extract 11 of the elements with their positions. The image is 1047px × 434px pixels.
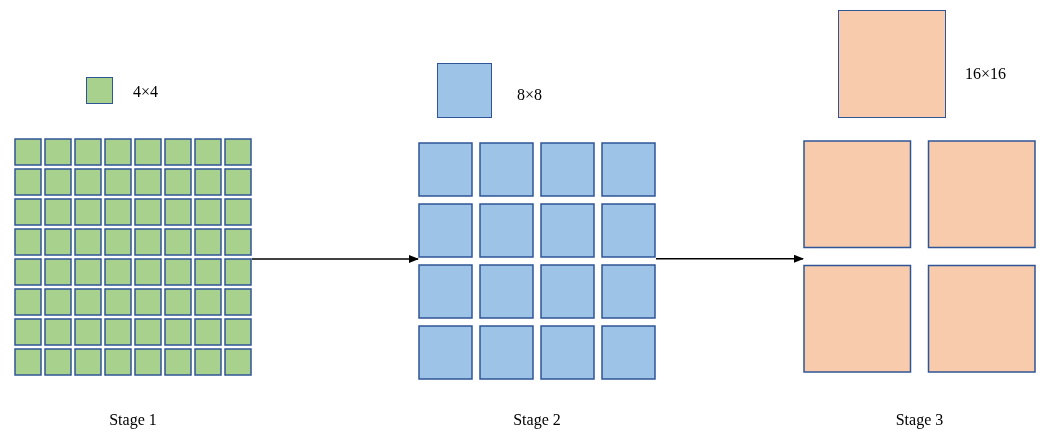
patch-size-label: 8×8 bbox=[517, 85, 543, 105]
patch-grid bbox=[418, 142, 656, 380]
stage-label: Stage 2 bbox=[513, 411, 561, 428]
patch-size-label: 4×4 bbox=[133, 82, 159, 102]
arrow bbox=[251, 255, 419, 263]
patch-grid bbox=[14, 138, 252, 376]
patch-size-label: 16×16 bbox=[965, 64, 1007, 84]
stage-label: Stage 3 bbox=[895, 411, 944, 428]
arrow bbox=[655, 254, 804, 263]
stage-label: Stage 1 bbox=[109, 411, 157, 428]
patch-grid bbox=[803, 140, 1036, 373]
